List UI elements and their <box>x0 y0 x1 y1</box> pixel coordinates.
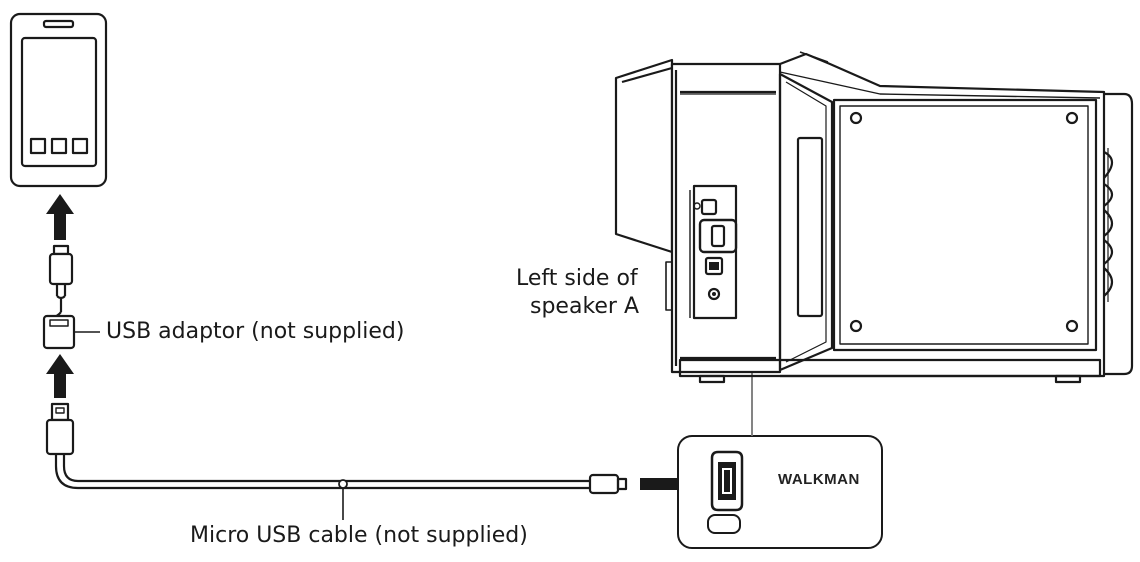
left-side-label-line1: Left side of <box>516 266 638 291</box>
usb-adaptor <box>42 244 76 350</box>
walkman-port-label: WALKMAN <box>778 471 860 488</box>
speaker-a <box>614 51 1134 384</box>
port-callout <box>677 435 883 549</box>
arrow-up-icon <box>46 354 74 398</box>
walkman-device <box>9 12 108 188</box>
micro-usb-cable-label: Micro USB cable (not supplied) <box>190 523 528 548</box>
usb-a-plug <box>45 402 75 466</box>
usb-adaptor-label: USB adaptor (not supplied) <box>106 319 405 344</box>
micro-usb-cable <box>54 465 628 495</box>
left-side-label-line2: speaker A <box>530 294 640 319</box>
arrow-up-icon <box>46 194 74 240</box>
